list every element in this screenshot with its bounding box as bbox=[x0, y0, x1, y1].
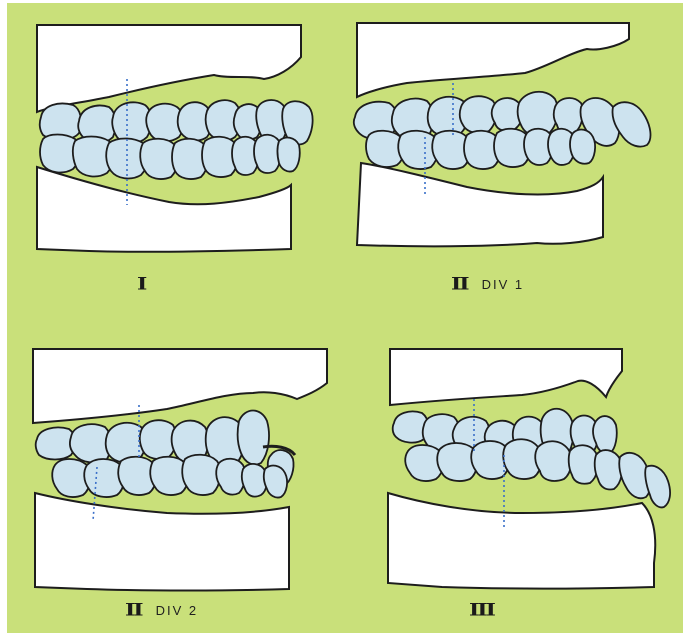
malocclusion-classification-plate: I bbox=[7, 3, 683, 633]
panel-class-2-div-2 bbox=[27, 343, 337, 593]
lower-teeth bbox=[405, 439, 670, 507]
division-label: DIV 2 bbox=[156, 603, 199, 618]
panel-class-3 bbox=[382, 343, 677, 593]
lower-cast bbox=[35, 493, 289, 591]
lower-cast bbox=[388, 493, 655, 589]
panel-class-2-div-1 bbox=[347, 17, 677, 267]
lower-cast bbox=[357, 163, 603, 246]
class-numeral: I bbox=[137, 274, 145, 294]
division-label: DIV 1 bbox=[482, 277, 525, 292]
caption-class-2-div-1: II DIV 1 bbox=[451, 271, 524, 297]
lower-teeth bbox=[40, 135, 300, 180]
caption-class-2-div-2: II DIV 2 bbox=[125, 597, 198, 623]
class-3-occlusion-drawing bbox=[382, 343, 677, 593]
upper-cast bbox=[37, 25, 301, 112]
caption-class-1: I bbox=[137, 271, 145, 297]
class-1-occlusion-drawing bbox=[29, 17, 329, 267]
class-2-div-1-occlusion-drawing bbox=[347, 17, 677, 267]
upper-cast bbox=[33, 349, 327, 423]
class-numeral: II bbox=[125, 600, 142, 620]
panel-class-1 bbox=[29, 17, 329, 267]
class-numeral: III bbox=[469, 600, 494, 620]
lower-teeth bbox=[366, 129, 595, 169]
upper-cast bbox=[390, 349, 622, 405]
class-numeral: II bbox=[451, 274, 468, 294]
caption-class-3: III bbox=[469, 597, 494, 623]
class-2-div-2-occlusion-drawing bbox=[27, 343, 337, 593]
upper-cast bbox=[357, 23, 629, 97]
